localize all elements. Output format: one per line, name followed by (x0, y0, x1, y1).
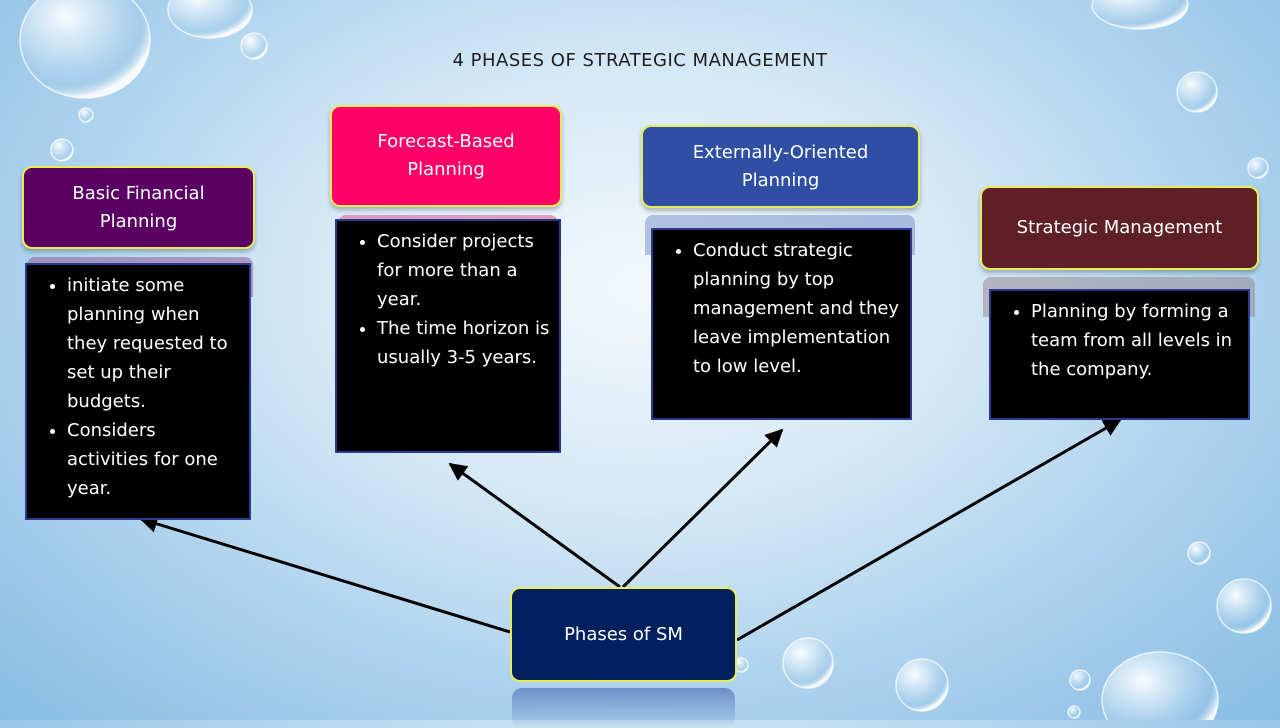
phase-1-bullet-2: Considers activities for one year. (67, 416, 241, 503)
phase-1-heading: Basic Financial Planning (22, 166, 255, 249)
page-title: 4 PHASES OF STRATEGIC MANAGEMENT (452, 50, 828, 71)
phase-3-heading: Externally-Oriented Planning (641, 125, 920, 208)
arrow-to-phase-4 (736, 418, 1122, 642)
center-node: Phases of SM (510, 587, 737, 682)
phase-2-bullet-2: The time horizon is usually 3-5 years. (377, 314, 551, 372)
phase-2-bullet-1: Consider projects for more than a year. (377, 227, 551, 314)
phase-4-details: Planning by forming a team from all leve… (989, 289, 1250, 420)
bubble-group (19, 0, 1272, 720)
phase-4-heading: Strategic Management (980, 186, 1259, 270)
center-node-label: Phases of SM (564, 624, 683, 645)
arrow-to-phase-1 (139, 515, 511, 634)
arrow-to-phase-3 (621, 428, 784, 589)
phase-2-details: Consider projects for more than a year. … (335, 219, 561, 453)
center-node-reflection (512, 688, 735, 728)
phase-3-bullet-1: Conduct strategic planning by top manage… (693, 236, 902, 381)
arrow-to-phase-2 (448, 462, 621, 589)
phase-3-details: Conduct strategic planning by top manage… (651, 228, 912, 420)
phase-2-heading: Forecast-Based Planning (330, 105, 562, 207)
phase-1-bullet-1: initiate some planning when they request… (67, 271, 241, 416)
phase-4-bullet-1: Planning by forming a team from all leve… (1031, 297, 1240, 384)
phase-1-details: initiate some planning when they request… (25, 263, 251, 520)
